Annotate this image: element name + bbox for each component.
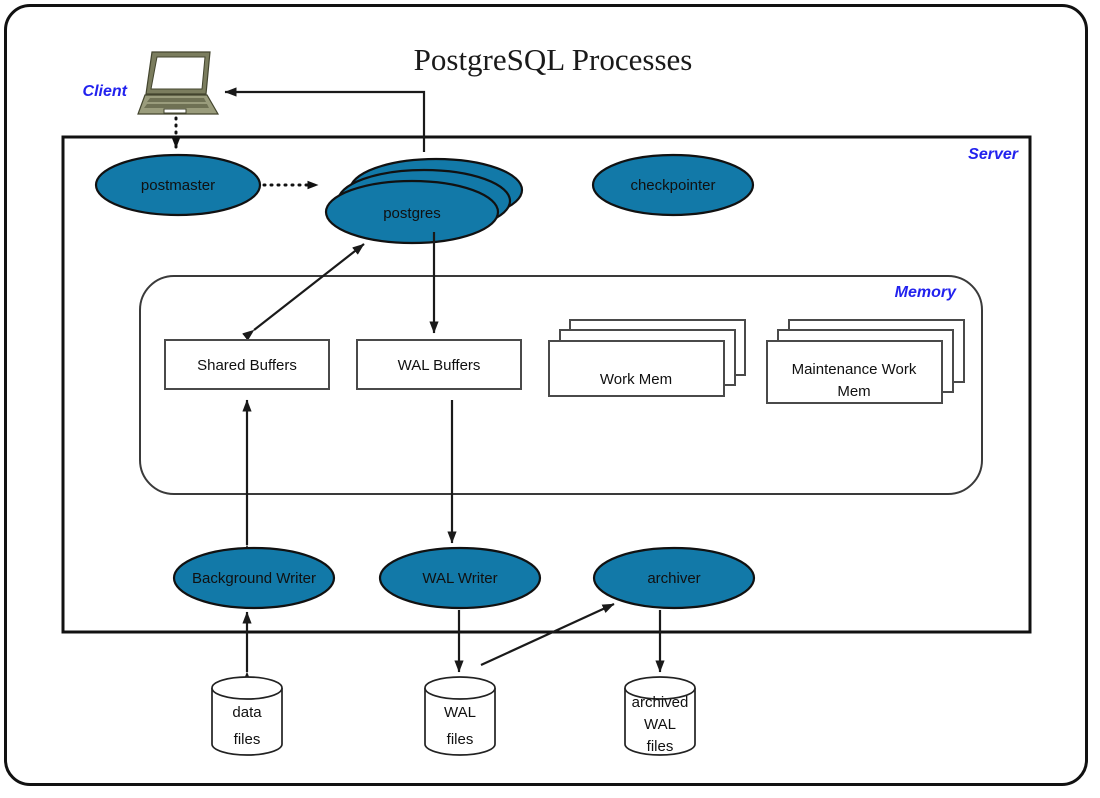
arrow-postgres-to-client bbox=[224, 87, 426, 152]
storage-label-line1: archived bbox=[632, 694, 689, 711]
storage-wal-files[interactable]: WAL files bbox=[424, 676, 496, 756]
arrow-postgres-shared-buffers bbox=[242, 243, 365, 341]
process-label: archiver bbox=[647, 570, 700, 587]
memory-label-text: WAL Buffers bbox=[398, 357, 481, 374]
storage-label-line3: files bbox=[647, 738, 674, 755]
storage-archived-wal-files[interactable]: archived WAL files bbox=[624, 676, 696, 756]
process-label: WAL Writer bbox=[422, 570, 497, 587]
process-label: postgres bbox=[383, 205, 441, 222]
process-postmaster[interactable]: postmaster bbox=[94, 153, 262, 217]
process-wal-writer[interactable]: WAL Writer bbox=[378, 546, 542, 610]
memory-label-line1: Maintenance Work bbox=[792, 361, 917, 378]
memory-label-line2: Mem bbox=[837, 383, 870, 400]
server-boundary bbox=[61, 135, 1032, 634]
process-archiver[interactable]: archiver bbox=[592, 546, 756, 610]
storage-label-line1: data bbox=[232, 704, 262, 721]
laptop-icon bbox=[137, 51, 220, 115]
process-label: postmaster bbox=[141, 177, 215, 194]
memory-work-mem[interactable]: Work Mem bbox=[548, 319, 746, 397]
memory-label: Memory bbox=[895, 284, 957, 301]
process-checkpointer[interactable]: checkpointer bbox=[591, 153, 755, 217]
memory-wal-buffers[interactable]: WAL Buffers bbox=[356, 339, 522, 390]
storage-label-line2: files bbox=[447, 731, 474, 748]
storage-data-files[interactable]: data files bbox=[211, 676, 283, 756]
server-label: Server bbox=[968, 146, 1019, 163]
client-label: Client bbox=[83, 83, 128, 100]
process-label: Background Writer bbox=[192, 570, 316, 587]
memory-shared-buffers[interactable]: Shared Buffers bbox=[164, 339, 330, 390]
memory-boundary bbox=[139, 275, 983, 495]
process-postgres[interactable]: postgres bbox=[324, 157, 524, 245]
process-label: checkpointer bbox=[630, 177, 715, 194]
storage-label-line2: files bbox=[234, 731, 261, 748]
memory-maintenance-work-mem[interactable]: Maintenance Work Mem bbox=[766, 319, 965, 404]
memory-label-text: Work Mem bbox=[600, 371, 672, 388]
arrow-wal-files-to-archiver bbox=[480, 603, 615, 666]
storage-label-line2: WAL bbox=[644, 716, 676, 733]
storage-label-line1: WAL bbox=[444, 704, 476, 721]
process-background-writer[interactable]: Background Writer bbox=[172, 546, 336, 610]
page-title: PostgreSQL Processes bbox=[414, 42, 693, 77]
memory-label-text: Shared Buffers bbox=[197, 357, 297, 374]
